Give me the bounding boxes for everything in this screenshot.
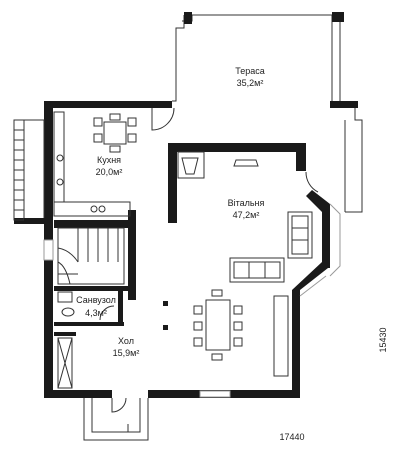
terrace-label: Тераса [235,66,265,76]
kitchen-door [151,107,175,131]
hall-closet [57,337,73,389]
terrace-area-label: 35,2м² [237,78,264,88]
living-door [305,171,319,193]
dimension-height: 15430 [378,327,388,352]
living-label: Вітальня [228,198,265,208]
dimension-width: 17440 [279,432,304,442]
bathroom-label: Санвузол [76,295,116,305]
interior-walls [54,286,128,336]
exterior-walls [14,101,330,398]
columns [163,301,168,330]
stair-wall [24,218,48,224]
living-sofa-right [287,211,313,259]
sideboard [273,295,289,377]
fireplace [177,151,205,179]
kitchen-table [93,113,137,153]
terrace-wall-mid [330,101,358,108]
bay-window [299,203,341,297]
terrace-wall-top [184,12,192,24]
living-area-label: 47,2м² [233,210,260,220]
dining-table [193,289,243,361]
internal-stair [57,227,125,285]
hall-area-label: 15,9м² [113,348,140,358]
kitchen-label: Кухня [97,155,121,165]
terrace-wall-right [332,12,344,22]
hall-label: Хол [118,336,134,346]
bathroom-fixtures [57,291,115,321]
living-sofa-bottom [229,257,285,283]
windows [43,239,231,398]
kitchen-counter [53,111,131,217]
exterior-stair [13,119,45,221]
kitchen-area-label: 20,0м² [96,167,123,177]
entrance-porch [83,397,149,441]
tv-unit [233,159,259,167]
bathroom-area-label: 4,3м² [85,308,107,318]
terrace-area [172,14,363,213]
